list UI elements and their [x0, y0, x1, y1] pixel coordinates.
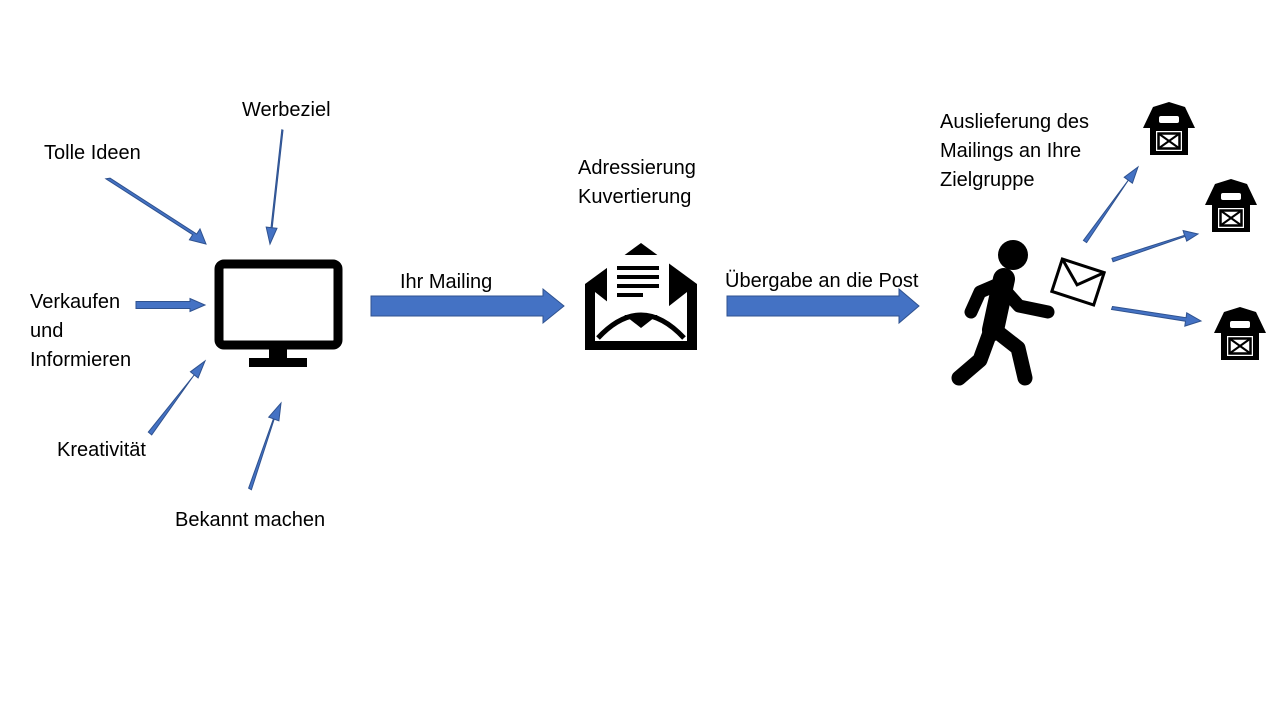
- input-arrows: [104, 129, 284, 491]
- arrow-ihr-mailing: [370, 287, 565, 325]
- arrow-verkaufen: [135, 297, 207, 313]
- arrow-to-recipient-2: [1111, 229, 1200, 263]
- label-ihr-mailing: Ihr Mailing: [400, 271, 493, 293]
- letter-icon: [1049, 257, 1107, 307]
- delivery-arrows: [1082, 165, 1203, 327]
- barn-icon: [1214, 307, 1266, 360]
- arrow-to-recipient-1: [1082, 165, 1139, 244]
- arrow-werbeziel: [265, 129, 284, 246]
- label-adressierung-kuvertierung: Adressierung Kuvertierung: [578, 157, 696, 208]
- open-envelope-icon: [585, 243, 697, 350]
- arrow-tolle-ideen: [104, 177, 207, 245]
- arrow-uebergabe-post: [726, 287, 920, 325]
- label-werbeziel: Werbeziel: [242, 99, 331, 121]
- process-arrows: [370, 287, 920, 325]
- label-uebergabe-post: Übergabe an die Post: [725, 270, 919, 292]
- barn-icon: [1205, 179, 1257, 232]
- label-kreativitaet: Kreativität: [57, 439, 146, 461]
- arrow-bekannt-machen: [247, 401, 282, 491]
- label-tolle-ideen: Tolle Ideen: [44, 142, 141, 164]
- label-auslieferung: Auslieferung des Mailings an Ihre Zielgr…: [940, 111, 1089, 191]
- arrow-kreativitaet: [147, 359, 207, 436]
- barn-icon: [1143, 102, 1195, 155]
- walking-person-icon: [951, 240, 1055, 386]
- label-bekannt-machen: Bekannt machen: [175, 509, 326, 531]
- label-verkaufen-informieren: Verkaufen und Informieren: [30, 291, 132, 371]
- arrow-to-recipient-3: [1110, 305, 1203, 327]
- monitor-icon: [214, 259, 343, 367]
